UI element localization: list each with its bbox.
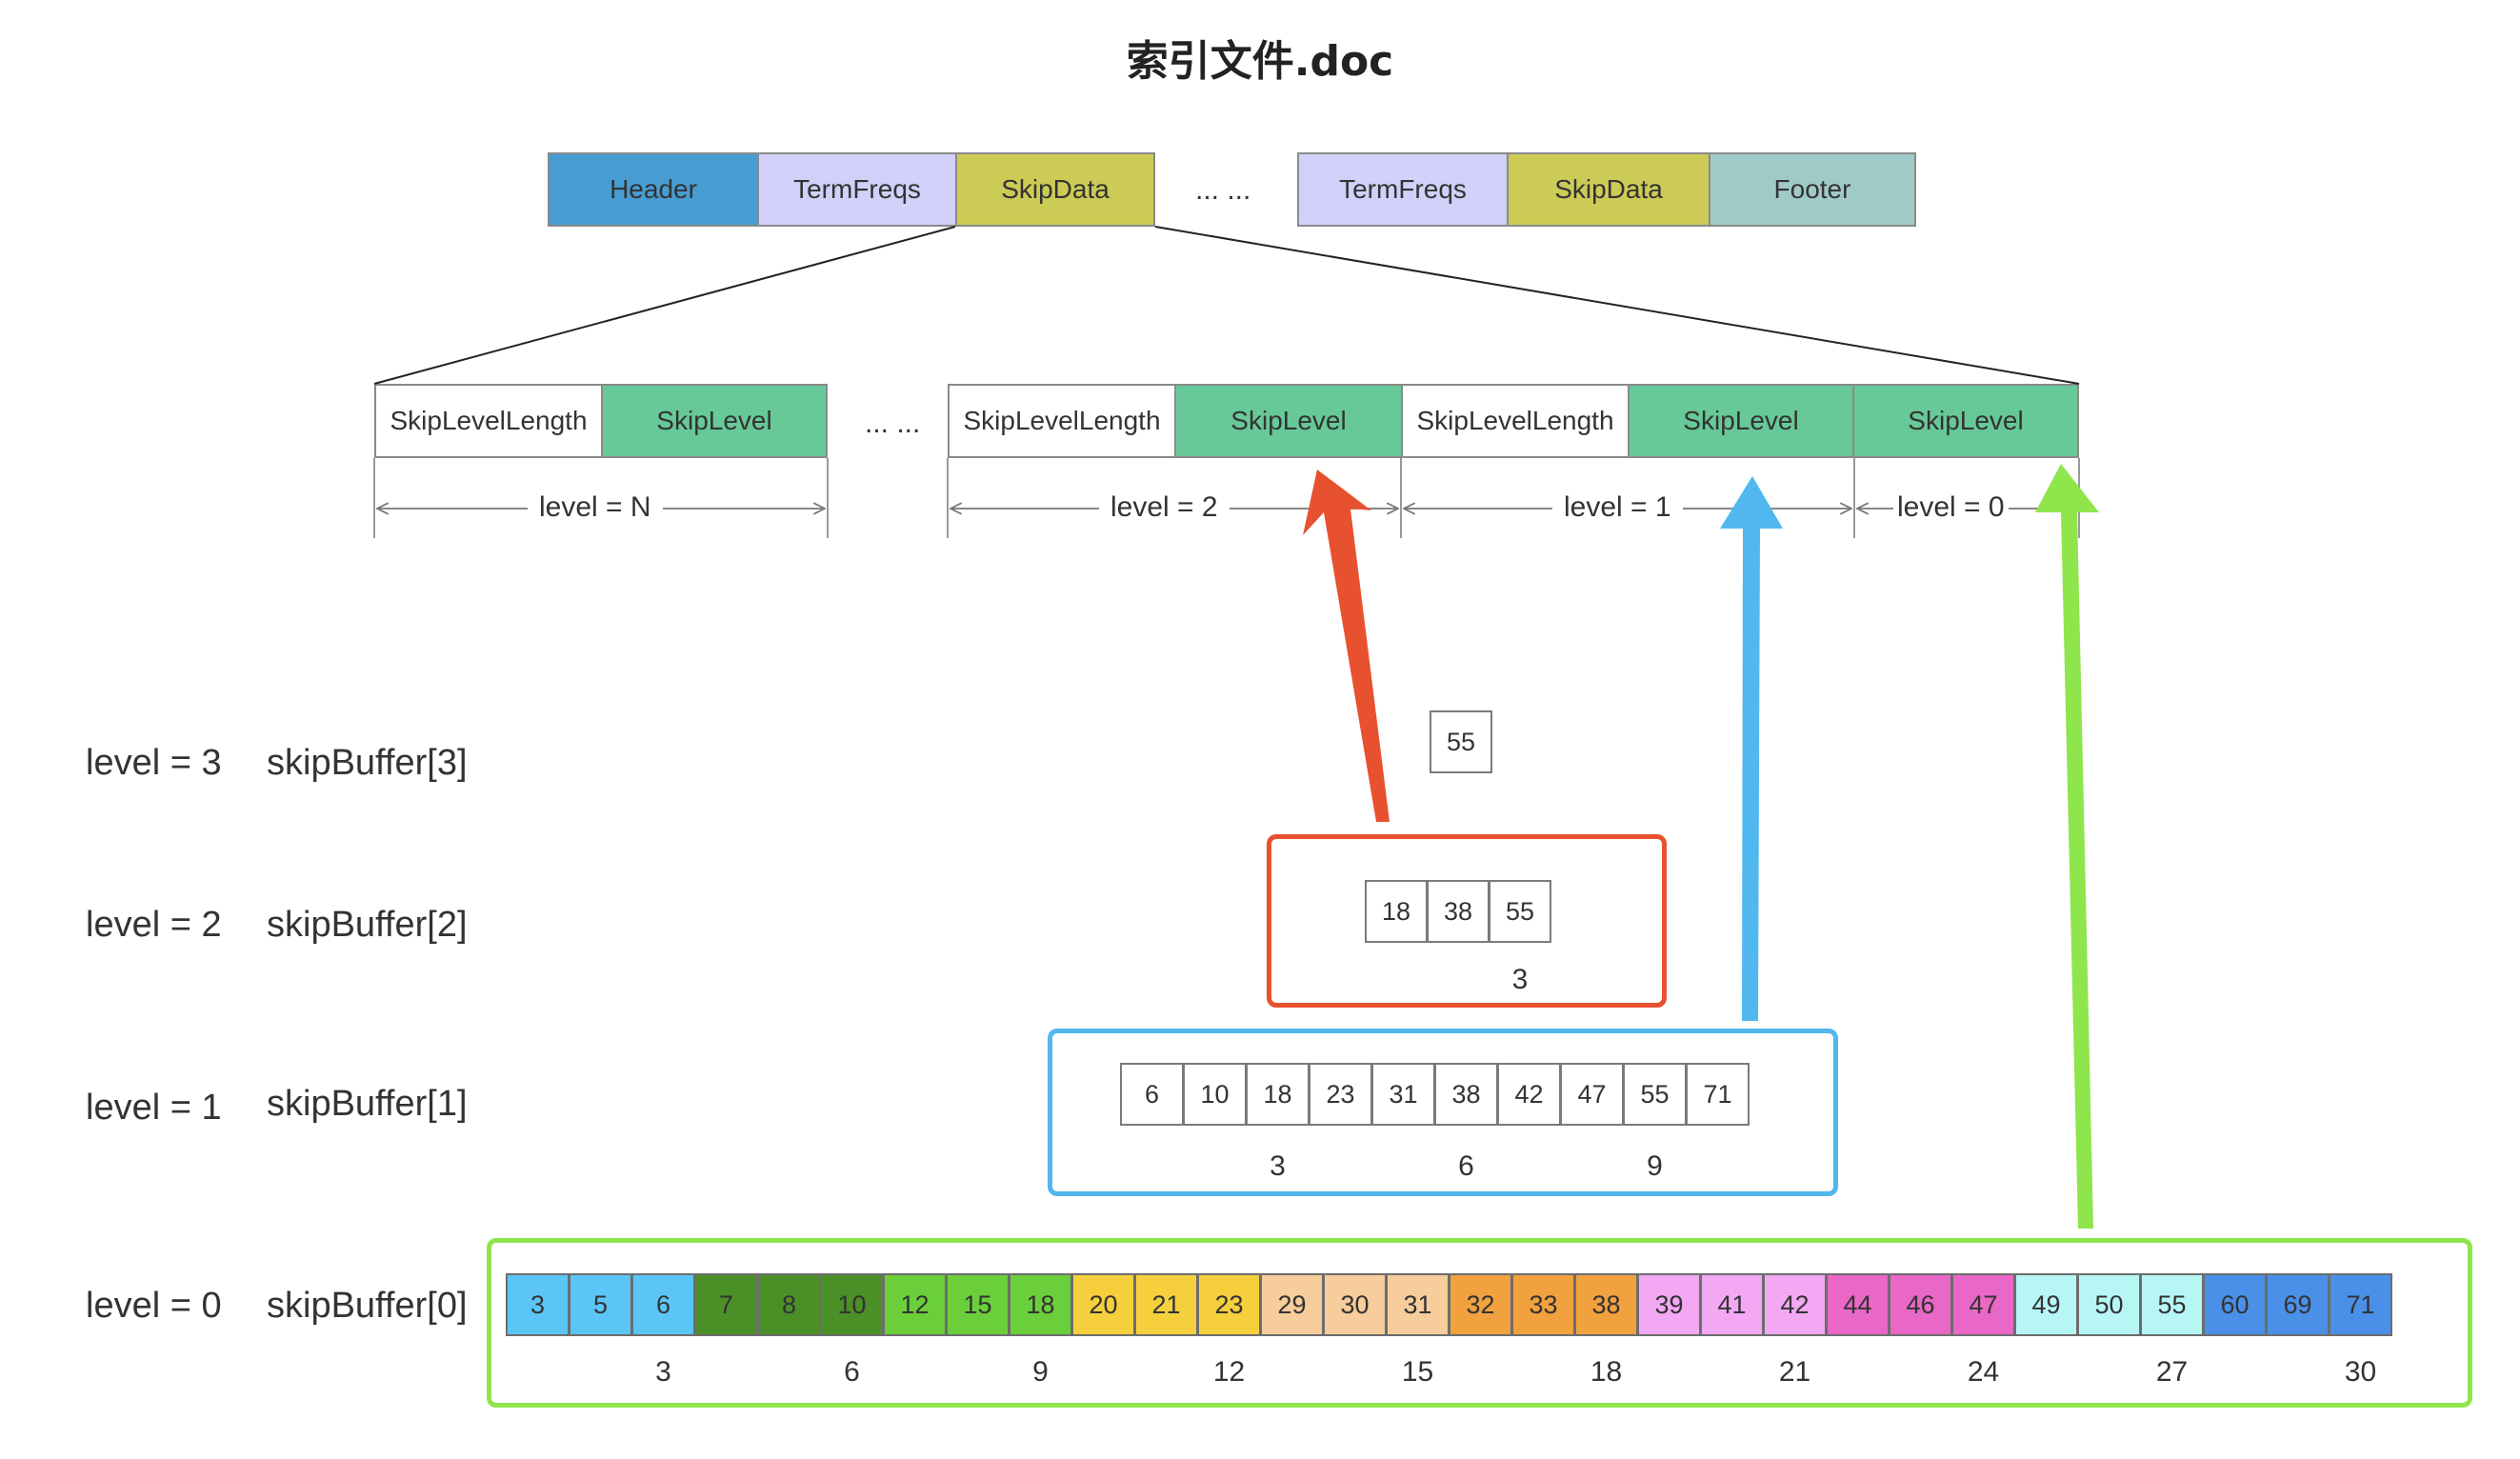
- skipbuffer-0-index-1: 6: [844, 1356, 860, 1388]
- skipbuffer-0-value-25: 50: [2077, 1273, 2141, 1336]
- row-buffer-label-1: skipBuffer[1]: [267, 1084, 468, 1124]
- doc-skipdata-segment: SkipData: [955, 152, 1155, 227]
- skipbuffer-0-index-8: 27: [2155, 1356, 2189, 1388]
- doc-termfreqs-segment-2: TermFreqs: [1297, 152, 1509, 227]
- level-2-frame: [1267, 834, 1667, 1008]
- doc-header-segment: Header: [548, 152, 759, 227]
- skipbuffer-0-value-7: 15: [946, 1273, 1010, 1336]
- skipbuffer-0-value-16: 33: [1511, 1273, 1575, 1336]
- skipbuffer-3-value-0: 55: [1430, 710, 1492, 773]
- skipbuffer-1-value-1: 10: [1183, 1063, 1247, 1126]
- expansion-line-left: [373, 226, 956, 385]
- skipbuffer-0-value-10: 21: [1134, 1273, 1198, 1336]
- skipbuffer-0-value-5: 10: [820, 1273, 884, 1336]
- skipbuffer-0-value-27: 60: [2203, 1273, 2267, 1336]
- skipbuffer-1-value-6: 42: [1497, 1063, 1561, 1126]
- skipbuffer-2-index-0: 3: [1511, 964, 1529, 995]
- skipbuffer-0-index-5: 18: [1590, 1356, 1623, 1388]
- skiplevellength-cell-2: SkipLevelLength: [948, 384, 1176, 458]
- skipbuffer-1-value-8: 55: [1623, 1063, 1687, 1126]
- skipbuffer-1-value-9: 71: [1686, 1063, 1750, 1126]
- range-label-level-n: level = N: [528, 491, 663, 524]
- skipbuffer-0-index-6: 21: [1778, 1356, 1811, 1388]
- level-1-frame: [1048, 1029, 1838, 1196]
- row-buffer-label-3: skipBuffer[3]: [267, 743, 468, 783]
- skiplevel-cell-0: SkipLevel: [1852, 384, 2079, 458]
- row-level-label-0: level = 0: [86, 1286, 222, 1326]
- expansion-line-right: [1154, 226, 2080, 385]
- skiplevel-cell-2: SkipLevel: [1174, 384, 1403, 458]
- skipbuffer-1-value-7: 47: [1560, 1063, 1624, 1126]
- skipbuffer-0-value-23: 47: [1951, 1273, 2015, 1336]
- skipbuffer-0-index-2: 9: [1032, 1356, 1049, 1388]
- level-0-frame: [487, 1238, 2472, 1408]
- skipbuffer-0-index-0: 3: [655, 1356, 671, 1388]
- skipbuffer-0-value-11: 23: [1197, 1273, 1261, 1336]
- skipbuffer-0-value-20: 42: [1763, 1273, 1827, 1336]
- row-level-label-2: level = 2: [86, 905, 222, 945]
- skipdata-ellipsis: ... ...: [865, 408, 921, 439]
- range-label-level-1: level = 1: [1552, 491, 1683, 524]
- skipbuffer-0-value-17: 38: [1574, 1273, 1638, 1336]
- row-buffer-label-0: skipBuffer[0]: [267, 1286, 468, 1326]
- skipbuffer-0-value-22: 46: [1889, 1273, 1952, 1336]
- range-label-level-0: level = 0: [1893, 491, 2009, 524]
- skipbuffer-0-value-19: 41: [1700, 1273, 1764, 1336]
- skiplevel-cell-1: SkipLevel: [1628, 384, 1854, 458]
- skiplevellength-cell-n: SkipLevelLength: [374, 384, 603, 458]
- skipbuffer-1-index-1: 6: [1458, 1150, 1474, 1182]
- doc-footer-segment: Footer: [1709, 152, 1916, 227]
- diagram-title: 索引文件.doc: [1126, 37, 1394, 86]
- skipbuffer-0-value-4: 8: [757, 1273, 821, 1336]
- skipbuffer-0-value-2: 6: [631, 1273, 695, 1336]
- level-2-pointer-arrow: [1303, 470, 1390, 822]
- skipbuffer-0-value-9: 20: [1071, 1273, 1135, 1336]
- skipbuffer-0-value-1: 5: [569, 1273, 632, 1336]
- skiplevellength-cell-1: SkipLevelLength: [1401, 384, 1630, 458]
- row-level-label-1: level = 1: [86, 1088, 222, 1128]
- skipbuffer-1-index-2: 9: [1647, 1150, 1663, 1182]
- skipbuffer-0-value-29: 71: [2329, 1273, 2392, 1336]
- skipbuffer-0-index-3: 12: [1212, 1356, 1246, 1388]
- skipbuffer-1-value-4: 31: [1371, 1063, 1435, 1126]
- skipbuffer-1-value-2: 18: [1246, 1063, 1310, 1126]
- skiplevel-cell-n: SkipLevel: [601, 384, 828, 458]
- range-label-level-2: level = 2: [1099, 491, 1230, 524]
- level-1-pointer-arrow: [1720, 476, 1783, 1021]
- row-level-label-3: level = 3: [86, 743, 222, 783]
- doc-ellipsis: ... ...: [1195, 174, 1251, 206]
- level-0-pointer-arrow: [2035, 464, 2099, 1229]
- skipbuffer-0-value-6: 12: [883, 1273, 947, 1336]
- skipbuffer-0-value-24: 49: [2014, 1273, 2078, 1336]
- skipbuffer-2-value-2: 55: [1489, 880, 1551, 943]
- skipbuffer-0-value-28: 69: [2266, 1273, 2330, 1336]
- skipbuffer-0-index-4: 15: [1401, 1356, 1434, 1388]
- skipbuffer-1-value-0: 6: [1120, 1063, 1184, 1126]
- skipbuffer-0-index-9: 30: [2344, 1356, 2377, 1388]
- skipbuffer-2-value-0: 18: [1365, 880, 1428, 943]
- skipbuffer-0-value-18: 39: [1637, 1273, 1701, 1336]
- skipbuffer-1-value-5: 38: [1434, 1063, 1498, 1126]
- skipbuffer-0-index-7: 24: [1967, 1356, 2000, 1388]
- row-buffer-label-2: skipBuffer[2]: [267, 905, 468, 945]
- skipbuffer-0-value-26: 55: [2140, 1273, 2204, 1336]
- skipbuffer-1-index-0: 3: [1270, 1150, 1286, 1182]
